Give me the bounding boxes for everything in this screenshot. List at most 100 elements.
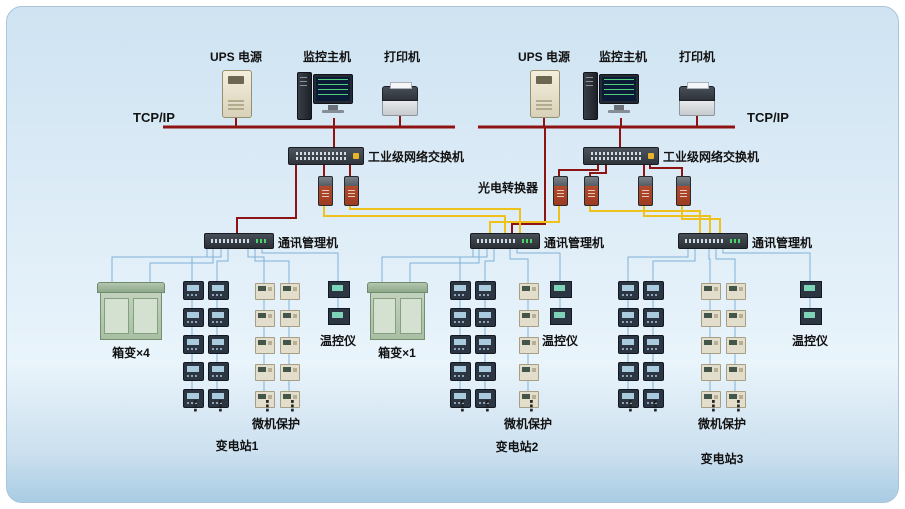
meter-device [183, 389, 204, 408]
meter-device [475, 308, 496, 327]
ups-device-right [530, 70, 560, 118]
pc-screen [602, 77, 636, 101]
printer-top [679, 86, 715, 101]
diagram-panel [6, 6, 899, 503]
box-transformer-1 [97, 282, 165, 340]
signal-line [111, 247, 208, 282]
box-transformer-2 [367, 282, 428, 340]
meter-column [208, 281, 229, 408]
meter-device [208, 389, 229, 408]
meter-device [643, 389, 664, 408]
prot-device [726, 283, 746, 300]
protection-label-3: 微机保护 [697, 417, 746, 431]
ellipsis: ⋮ [524, 398, 539, 415]
prot-device [280, 364, 300, 381]
fiber-link [348, 204, 522, 233]
station-name-2: 变电站2 [495, 440, 539, 454]
pc-monitor-icon [599, 74, 639, 104]
ellipsis: ⋮ [188, 398, 203, 415]
protection-column [519, 283, 539, 408]
ellipsis: ⋮ [213, 398, 228, 415]
prot-device [519, 310, 539, 327]
network-switch-left [288, 147, 364, 165]
temp-device [550, 281, 572, 298]
switch-converter-link [649, 163, 683, 176]
pc-stand [328, 105, 338, 110]
prot-device [255, 391, 275, 408]
pc-tower-icon [297, 72, 312, 120]
transformer-body [100, 293, 162, 340]
pc-tower-icon [583, 72, 598, 120]
comm-manager-2 [470, 233, 540, 249]
fiber-link [680, 204, 722, 233]
meter-column [183, 281, 204, 408]
prot-device [726, 391, 746, 408]
temp-device [328, 281, 350, 298]
meter-device [618, 281, 639, 300]
meter-device [618, 389, 639, 408]
host-label-left: 监控主机 [302, 50, 351, 64]
protection-column [255, 283, 275, 408]
pc-stand [614, 105, 624, 110]
pc-monitor-icon [313, 74, 353, 104]
prot-device [519, 337, 539, 354]
transformer-door [133, 298, 158, 334]
meter-device [643, 335, 664, 354]
meter-device [208, 308, 229, 327]
transformer-roof [97, 282, 165, 293]
protection-label-1: 微机保护 [251, 417, 300, 431]
prot-device [280, 310, 300, 327]
prot-device [726, 364, 746, 381]
meter-column [643, 281, 664, 408]
host-label-right: 监控主机 [598, 50, 647, 64]
temp-device [800, 281, 822, 298]
meter-device [643, 281, 664, 300]
ellipsis: ⋮ [455, 398, 470, 415]
prot-device [255, 310, 275, 327]
host-computer-right [583, 70, 641, 120]
prot-device [255, 283, 275, 300]
meter-device [183, 308, 204, 327]
prot-device [726, 337, 746, 354]
status-led-icon [648, 153, 654, 159]
meter-device [450, 335, 471, 354]
meter-device [475, 389, 496, 408]
prot-device [701, 364, 721, 381]
switch-converter-link [558, 163, 599, 176]
prot-device [255, 364, 275, 381]
prot-device [701, 337, 721, 354]
transformer-roof [367, 282, 428, 293]
meter-device [450, 281, 471, 300]
meter-device [643, 362, 664, 381]
comm-manager-1 [204, 233, 274, 249]
printer-bottom [679, 101, 715, 116]
meter-device [208, 362, 229, 381]
meter-device [183, 335, 204, 354]
printer-label-right: 打印机 [678, 50, 715, 64]
signal-line [409, 247, 480, 282]
prot-device [255, 337, 275, 354]
comm-label-1: 通讯管理机 [278, 236, 339, 250]
temp-label-2: 温控仪 [541, 334, 578, 348]
prot-device [701, 391, 721, 408]
comm-label-3: 通讯管理机 [752, 236, 813, 250]
station-name-1: 变电站1 [215, 439, 259, 453]
meter-device [450, 308, 471, 327]
ellipsis: ⋮ [260, 398, 275, 415]
meter-device [618, 362, 639, 381]
temp-device [328, 308, 350, 325]
prot-device [726, 310, 746, 327]
temp-device [550, 308, 572, 325]
temp-controller-column [800, 281, 822, 325]
meter-device [475, 362, 496, 381]
pc-base [322, 110, 344, 113]
transformer-body [370, 293, 425, 340]
meter-column [475, 281, 496, 408]
station-name-3: 变电站3 [700, 452, 744, 466]
switch-comm1-link [236, 163, 297, 233]
box-label-2: 箱变×1 [378, 346, 416, 360]
meter-device [475, 335, 496, 354]
prot-device [519, 364, 539, 381]
transformer-door [104, 298, 129, 334]
